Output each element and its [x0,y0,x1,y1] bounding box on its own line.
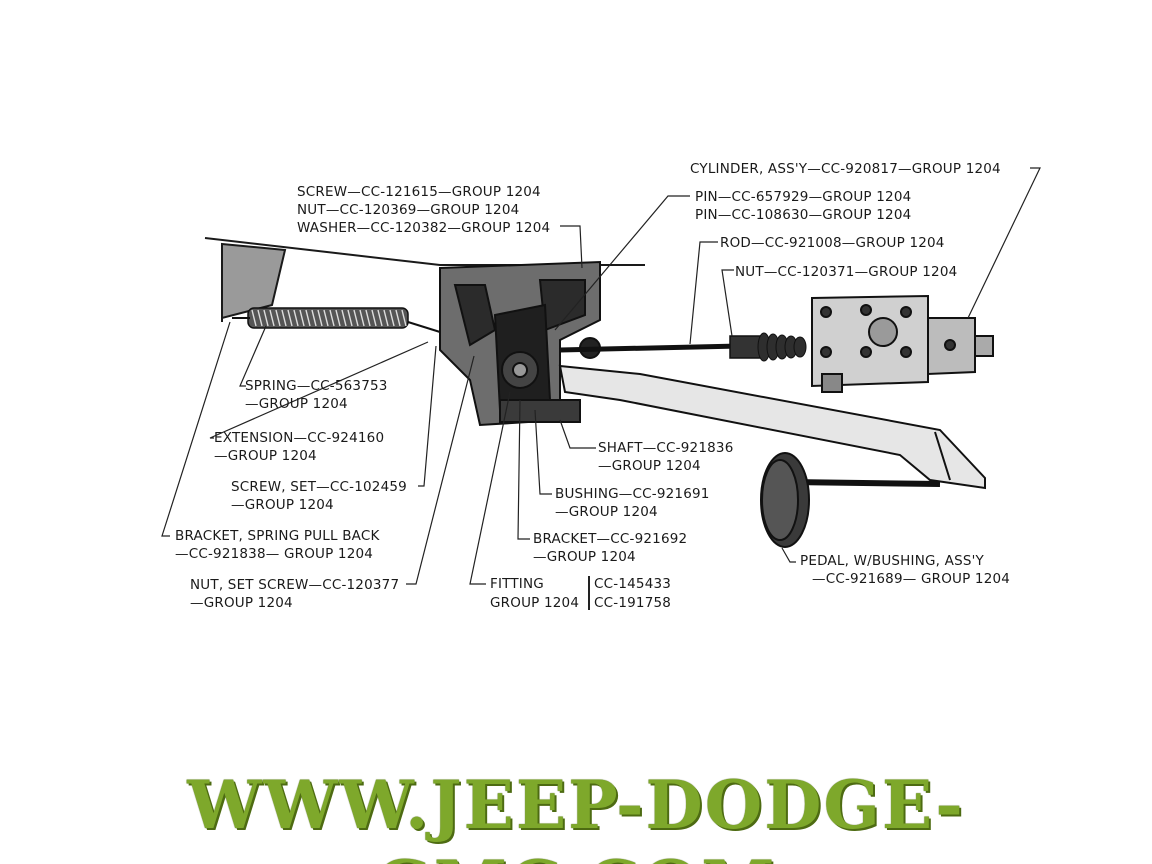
push-rod [559,332,807,362]
label-spring-group: —GROUP 1204 [245,396,348,412]
label-spring: SPRING—CC-563753 [245,378,388,394]
pedal-bracket-assembly [439,260,601,427]
label-washer: WASHER—CC-120382—GROUP 1204 [297,220,551,236]
label-bracket-group: —GROUP 1204 [533,549,636,565]
website-banner: WWW.JEEP-DODGE-GMC.COM [187,766,965,864]
label-fitting: FITTING [490,576,544,592]
label-pin-2: PIN—CC-108630—GROUP 1204 [695,207,912,223]
label-rod: ROD—CC-921008—GROUP 1204 [720,235,945,251]
label-cylinder: CYLINDER, ASS'Y—CC-920817—GROUP 1204 [690,161,1001,177]
label-bracket: BRACKET—CC-921692 [533,531,688,547]
label-nut-set-screw: NUT, SET SCREW—CC-120377 [190,577,400,593]
label-shaft-group: —GROUP 1204 [598,458,701,474]
label-fitting-group: GROUP 1204 [490,595,580,611]
label-bracket-spring-group: —CC-921838— GROUP 1204 [175,546,374,562]
label-extension: EXTENSION—CC-924160 [214,430,385,446]
label-screw: SCREW—CC-121615—GROUP 1204 [297,184,541,200]
label-pedal: PEDAL, W/BUSHING, ASS'Y [800,553,984,569]
label-pedal-group: —CC-921689— GROUP 1204 [812,571,1011,587]
leader-lines [161,167,1041,585]
label-nut-rod: NUT—CC-120371—GROUP 1204 [735,264,958,280]
label-shaft: SHAFT—CC-921836 [598,440,734,456]
label-fitting-part-1: CC-145433 [594,576,672,592]
label-bracket-spring: BRACKET, SPRING PULL BACK [175,528,380,544]
label-fitting-part-2: CC-191758 [594,595,672,611]
label-set-screw-group: —GROUP 1204 [231,497,334,513]
pull-back-spring [232,307,441,333]
label-extension-group: —GROUP 1204 [214,448,317,464]
clutch-pedal [558,364,986,548]
label-bushing-group: —GROUP 1204 [555,504,658,520]
label-nut-top: NUT—CC-120369—GROUP 1204 [297,202,520,218]
label-set-screw: SCREW, SET—CC-102459 [231,479,407,495]
label-bushing: BUSHING—CC-921691 [555,486,710,502]
fitting-brace [588,576,590,610]
label-nut-set-screw-group: —GROUP 1204 [190,595,293,611]
label-pin-1: PIN—CC-657929—GROUP 1204 [695,189,912,205]
master-cylinder [811,294,994,393]
